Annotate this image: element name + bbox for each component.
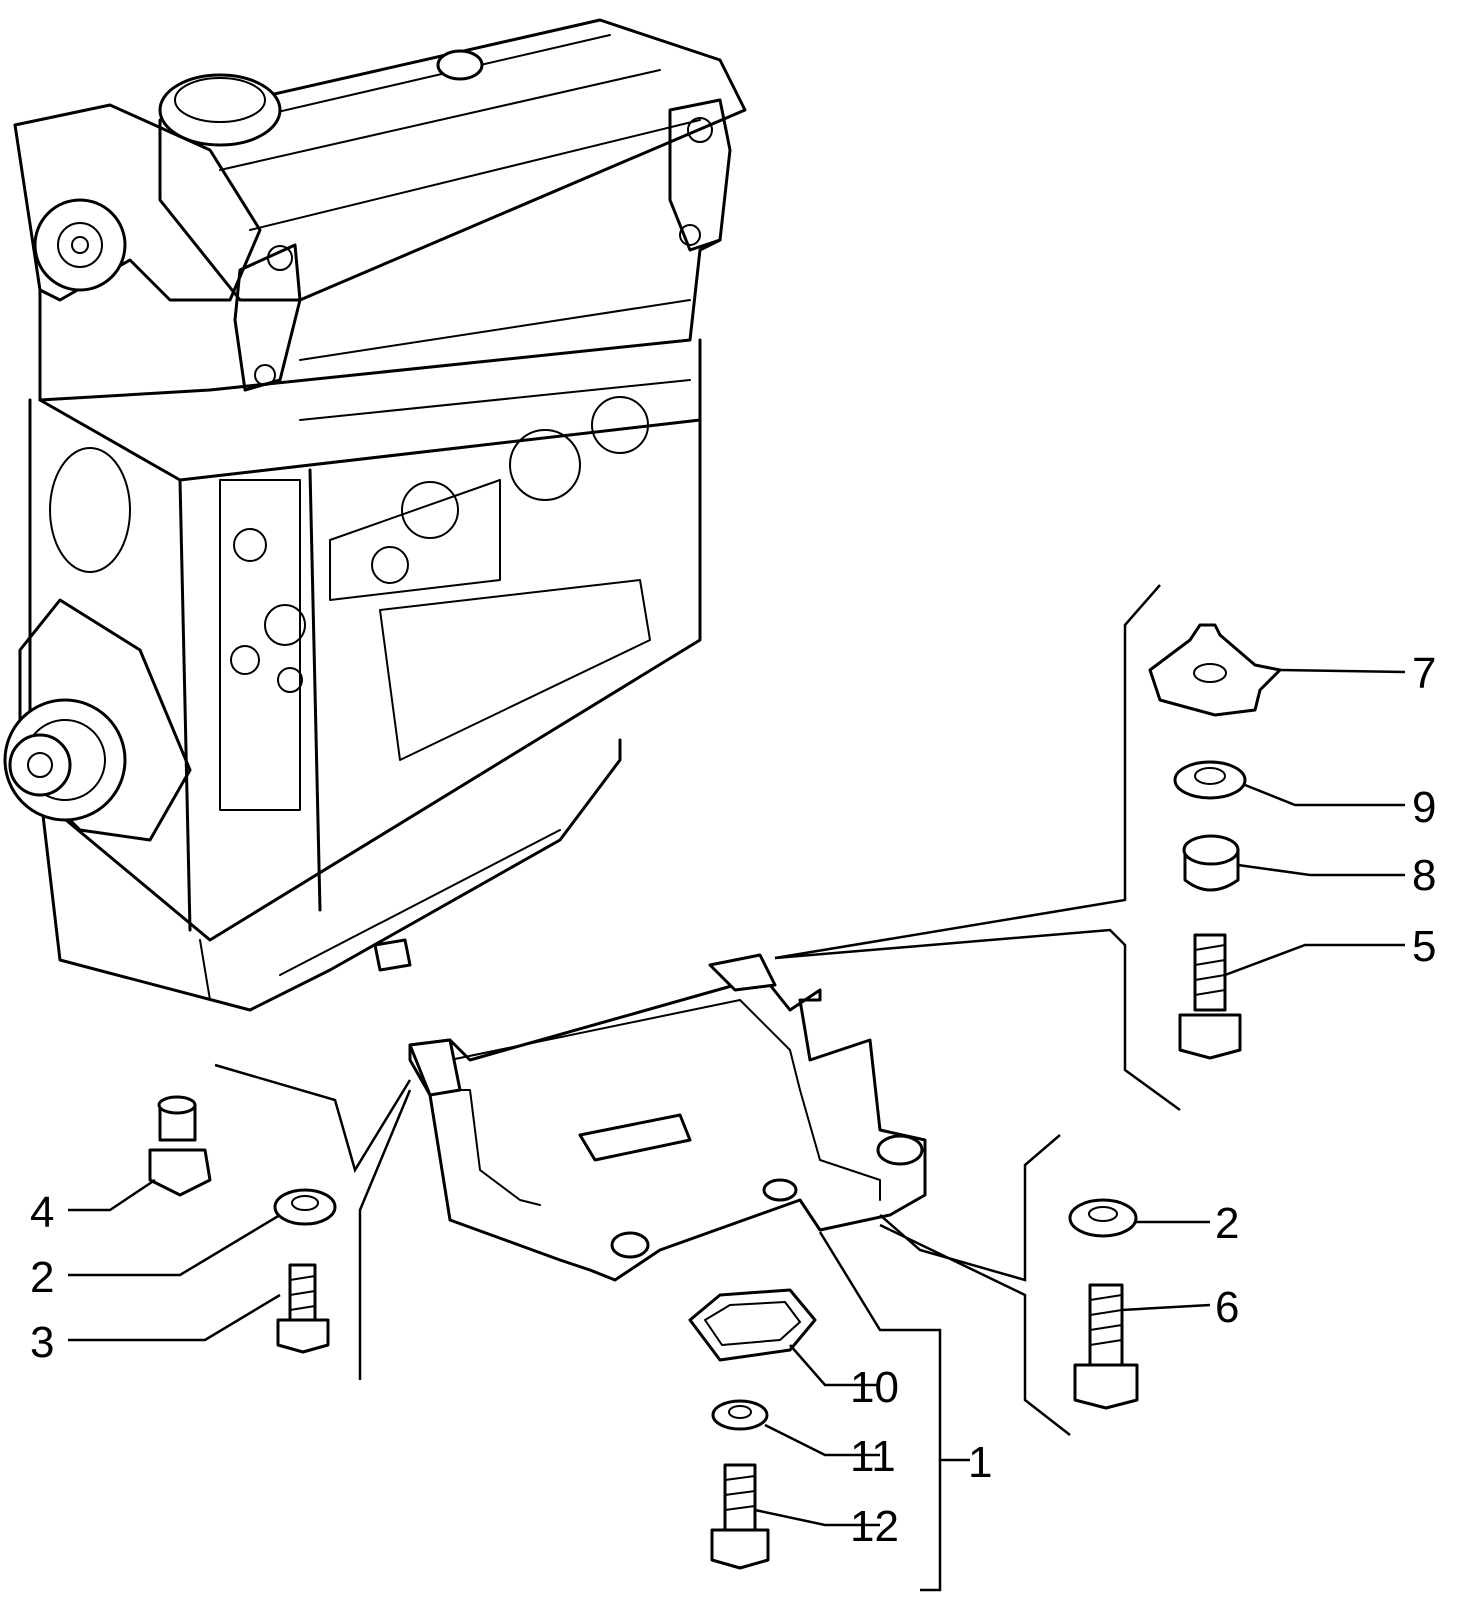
callout-12: 12 — [850, 1502, 899, 1551]
bolt-part-3 — [276, 1263, 330, 1354]
clip-nut-part-7 — [1148, 623, 1282, 717]
bolt-part-5 — [1178, 933, 1242, 1060]
callout-2-right: 2 — [1215, 1199, 1239, 1248]
callout-labels: 7 9 8 5 4 2 3 2 6 10 11 1 12 — [30, 649, 1436, 1551]
oil-pan-guard-1 — [408, 953, 927, 1282]
callout-8: 8 — [1412, 851, 1436, 900]
spacer-part-8 — [1182, 834, 1240, 892]
callout-6: 6 — [1215, 1283, 1239, 1332]
callout-2-left: 2 — [30, 1253, 54, 1302]
washer-part-11 — [711, 1399, 769, 1431]
callout-5: 5 — [1412, 922, 1436, 971]
callout-3: 3 — [30, 1318, 54, 1367]
bolt-part-12 — [710, 1463, 770, 1570]
lock-washer-part-2-right — [1068, 1198, 1138, 1238]
callout-4: 4 — [30, 1188, 54, 1237]
bump-stop-part-4 — [148, 1095, 212, 1197]
callout-1: 1 — [968, 1438, 992, 1487]
callout-11: 11 — [850, 1432, 896, 1481]
bolt-part-6 — [1073, 1283, 1139, 1410]
callout-7: 7 — [1412, 649, 1436, 698]
engine-block-illustration — [3, 18, 747, 1012]
assembly-guide-lines — [214, 584, 1181, 1436]
callout-9: 9 — [1412, 783, 1436, 832]
rubber-pad-part-10 — [688, 1288, 817, 1362]
callout-10: 10 — [850, 1363, 899, 1412]
lock-washer-part-2-left — [273, 1188, 337, 1226]
leader-lines — [68, 668, 1406, 1592]
washer-part-9 — [1173, 760, 1247, 800]
